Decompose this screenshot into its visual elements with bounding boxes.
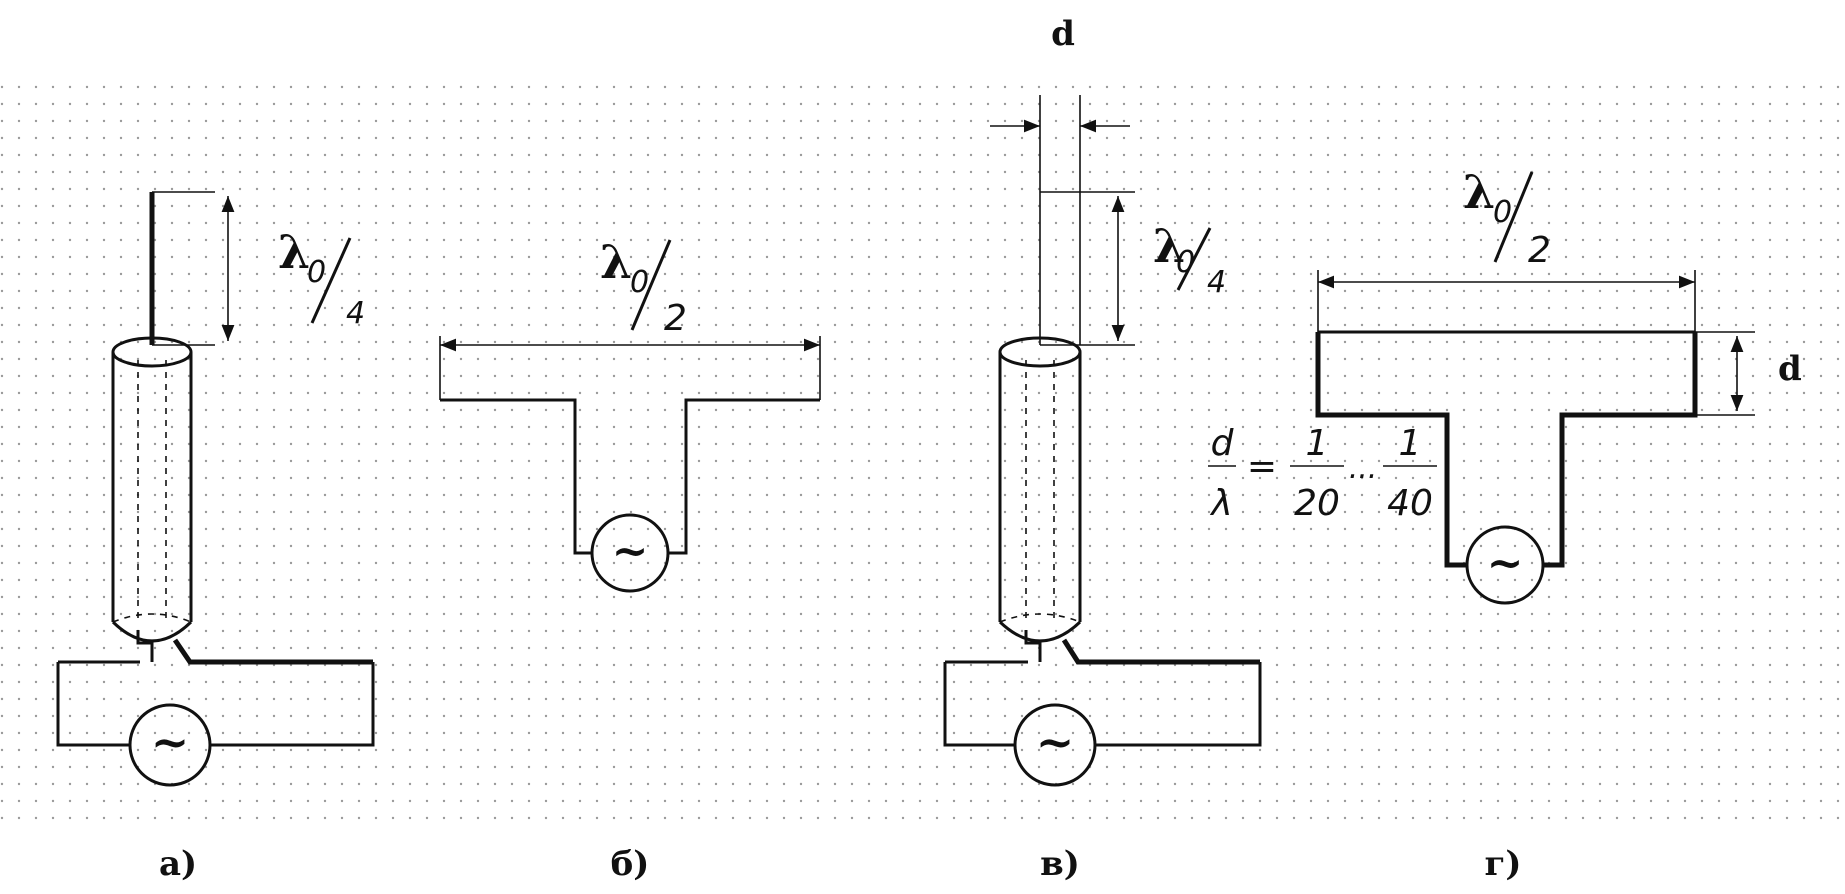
- feed-line-a: [56, 660, 375, 747]
- feed-line-v: [943, 660, 1262, 747]
- label-b: б): [611, 844, 650, 884]
- lambda-b: λ: [600, 235, 632, 289]
- generator-g: [1465, 525, 1545, 605]
- generator-symbol-b: ~: [612, 526, 649, 577]
- lambda-sub-g: 0: [1493, 195, 1512, 230]
- label-v: в): [1040, 844, 1080, 884]
- fraction-slash-a: [310, 237, 352, 324]
- lambda-sub-b: 0: [630, 265, 649, 300]
- fraction-slash-v: [1176, 227, 1212, 291]
- lambda-den-a: 4: [346, 296, 365, 331]
- lambda-sub-a: 0: [307, 255, 326, 290]
- formula-num-2: 1: [1399, 423, 1422, 464]
- dimension-d-top: d: [1051, 14, 1075, 54]
- figure-g: d ~ λ 0 2 d λ = 1 20 ... 1 40 г): [1208, 165, 1802, 884]
- formula-ellipsis: ...: [1349, 451, 1378, 486]
- coax-bottom-front-a: [111, 620, 193, 643]
- lambda-den-b: 2: [664, 298, 687, 339]
- dimension-d-right: d: [1778, 349, 1802, 389]
- formula-d-over-lambda: d λ = 1 20 ... 1 40: [1208, 423, 1437, 524]
- figure-b: ~ λ 0 2 б): [439, 235, 821, 884]
- generator-v: [1013, 703, 1097, 787]
- lambda-g: λ: [1463, 165, 1495, 219]
- generator-symbol-g: ~: [1487, 538, 1524, 589]
- dot-grid: [0, 85, 1845, 825]
- formula-den-2: 40: [1387, 483, 1433, 524]
- generator-symbol-a: ~: [151, 715, 190, 769]
- coax-bottom-front-v: [998, 620, 1082, 643]
- generator-symbol-v: ~: [1036, 715, 1075, 769]
- formula-den-1: 20: [1294, 483, 1340, 524]
- fraction-slash-b: [630, 239, 672, 331]
- dipole-b: [440, 398, 820, 555]
- lambda-v: λ: [1153, 219, 1185, 273]
- lambda-a: λ: [278, 225, 310, 279]
- generator-b: [590, 513, 670, 593]
- coax-lead-left-a: [136, 630, 154, 662]
- coax-bottom-back-v: [999, 613, 1081, 623]
- formula-equals: =: [1247, 446, 1277, 487]
- formula-den-left: λ: [1209, 483, 1232, 524]
- fraction-slash-g: [1493, 171, 1534, 263]
- formula-num-1: 1: [1306, 423, 1329, 464]
- lambda-den-g: 2: [1528, 230, 1551, 271]
- generator-a: [128, 703, 212, 787]
- formula-num-left: d: [1211, 423, 1235, 464]
- coax-bottom-back-a: [112, 613, 192, 623]
- figure-v: d ~ λ 0 4 в): [943, 14, 1262, 884]
- label-g: г): [1485, 844, 1522, 884]
- ground-plane-v: [1061, 638, 1260, 665]
- figure-a: ~ λ 0 4 а): [56, 191, 375, 884]
- label-a: а): [159, 844, 197, 884]
- lambda-sub-v: 0: [1176, 245, 1195, 280]
- coax-lead-left-v: [1024, 630, 1042, 662]
- lambda-den-v: 4: [1207, 265, 1226, 300]
- dipole-g: [1315, 332, 1698, 568]
- ground-plane-a: [172, 638, 373, 665]
